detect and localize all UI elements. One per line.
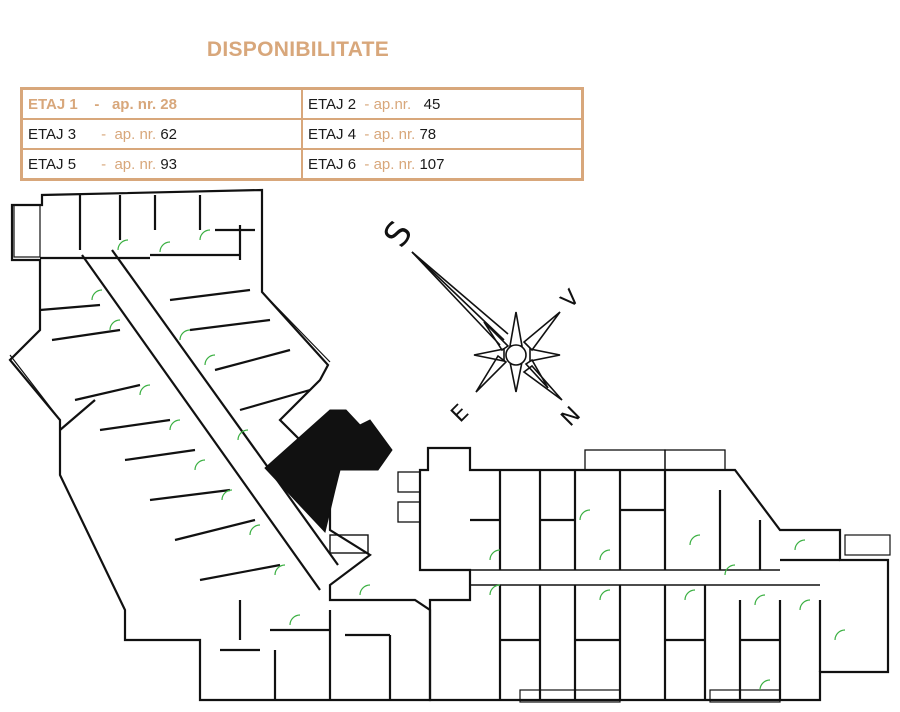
compass-letter-e: E — [447, 400, 475, 428]
floor-cell-etaj-6: ETAJ 6 - ap. nr. 107 — [301, 148, 584, 181]
ap-label: ap. nr. — [111, 95, 157, 113]
floor-label: ETAJ 3 — [28, 125, 77, 143]
compass-letter-s: S — [376, 214, 421, 255]
ap-label: ap. nr. — [373, 155, 416, 173]
floor-cell-etaj-3: ETAJ 3 - ap. nr. 62 — [20, 118, 303, 150]
availability-table: ETAJ 1 - ap. nr. 28 ETAJ 2 - ap.nr. 45 E… — [20, 87, 584, 181]
table-row: ETAJ 3 - ap. nr. 62 ETAJ 4 - ap. nr. 78 — [20, 118, 584, 150]
compass-rose — [411, 251, 563, 401]
ap-label: ap.nr. — [373, 95, 412, 113]
ap-number: 28 — [160, 95, 177, 113]
separator: - — [94, 95, 100, 113]
ap-label: ap. nr. — [373, 125, 416, 143]
separator: - — [364, 155, 370, 173]
east-wing-outline — [418, 446, 890, 702]
door-swings — [91, 229, 846, 691]
highlighted-unit — [264, 409, 393, 534]
ap-number: 45 — [423, 95, 441, 113]
ap-label: ap. nr. — [114, 125, 157, 143]
floor-label: ETAJ 4 — [308, 125, 357, 143]
building-east-wing — [397, 446, 891, 703]
building-west-wing — [8, 188, 432, 702]
ap-number: 93 — [160, 155, 177, 173]
table-row: ETAJ 5 - ap. nr. 93 ETAJ 6 - ap. nr. 107 — [20, 148, 584, 181]
separator: - — [101, 155, 107, 173]
ap-number: 107 — [419, 155, 445, 173]
ap-number: 62 — [160, 125, 177, 143]
separator: - — [364, 95, 370, 113]
ap-number: 78 — [419, 125, 437, 143]
floor-cell-etaj-5: ETAJ 5 - ap. nr. 93 — [20, 148, 303, 181]
wing-outline — [8, 188, 432, 702]
floor-cell-etaj-4: ETAJ 4 - ap. nr. 78 — [301, 118, 584, 150]
ap-label: ap. nr. — [114, 155, 157, 173]
floor-cell-etaj-1: ETAJ 1 - ap. nr. 28 — [20, 87, 303, 120]
floor-label: ETAJ 5 — [28, 155, 77, 173]
floor-label: ETAJ 1 — [28, 95, 78, 113]
separator: - — [364, 125, 370, 143]
page-title: DISPONIBILITATE — [206, 38, 390, 61]
floor-label: ETAJ 2 — [308, 95, 357, 113]
separator: - — [101, 125, 107, 143]
floor-label: ETAJ 6 — [308, 155, 357, 173]
compass-letter-v: V — [557, 285, 585, 313]
compass-letter-n: N — [557, 402, 586, 431]
